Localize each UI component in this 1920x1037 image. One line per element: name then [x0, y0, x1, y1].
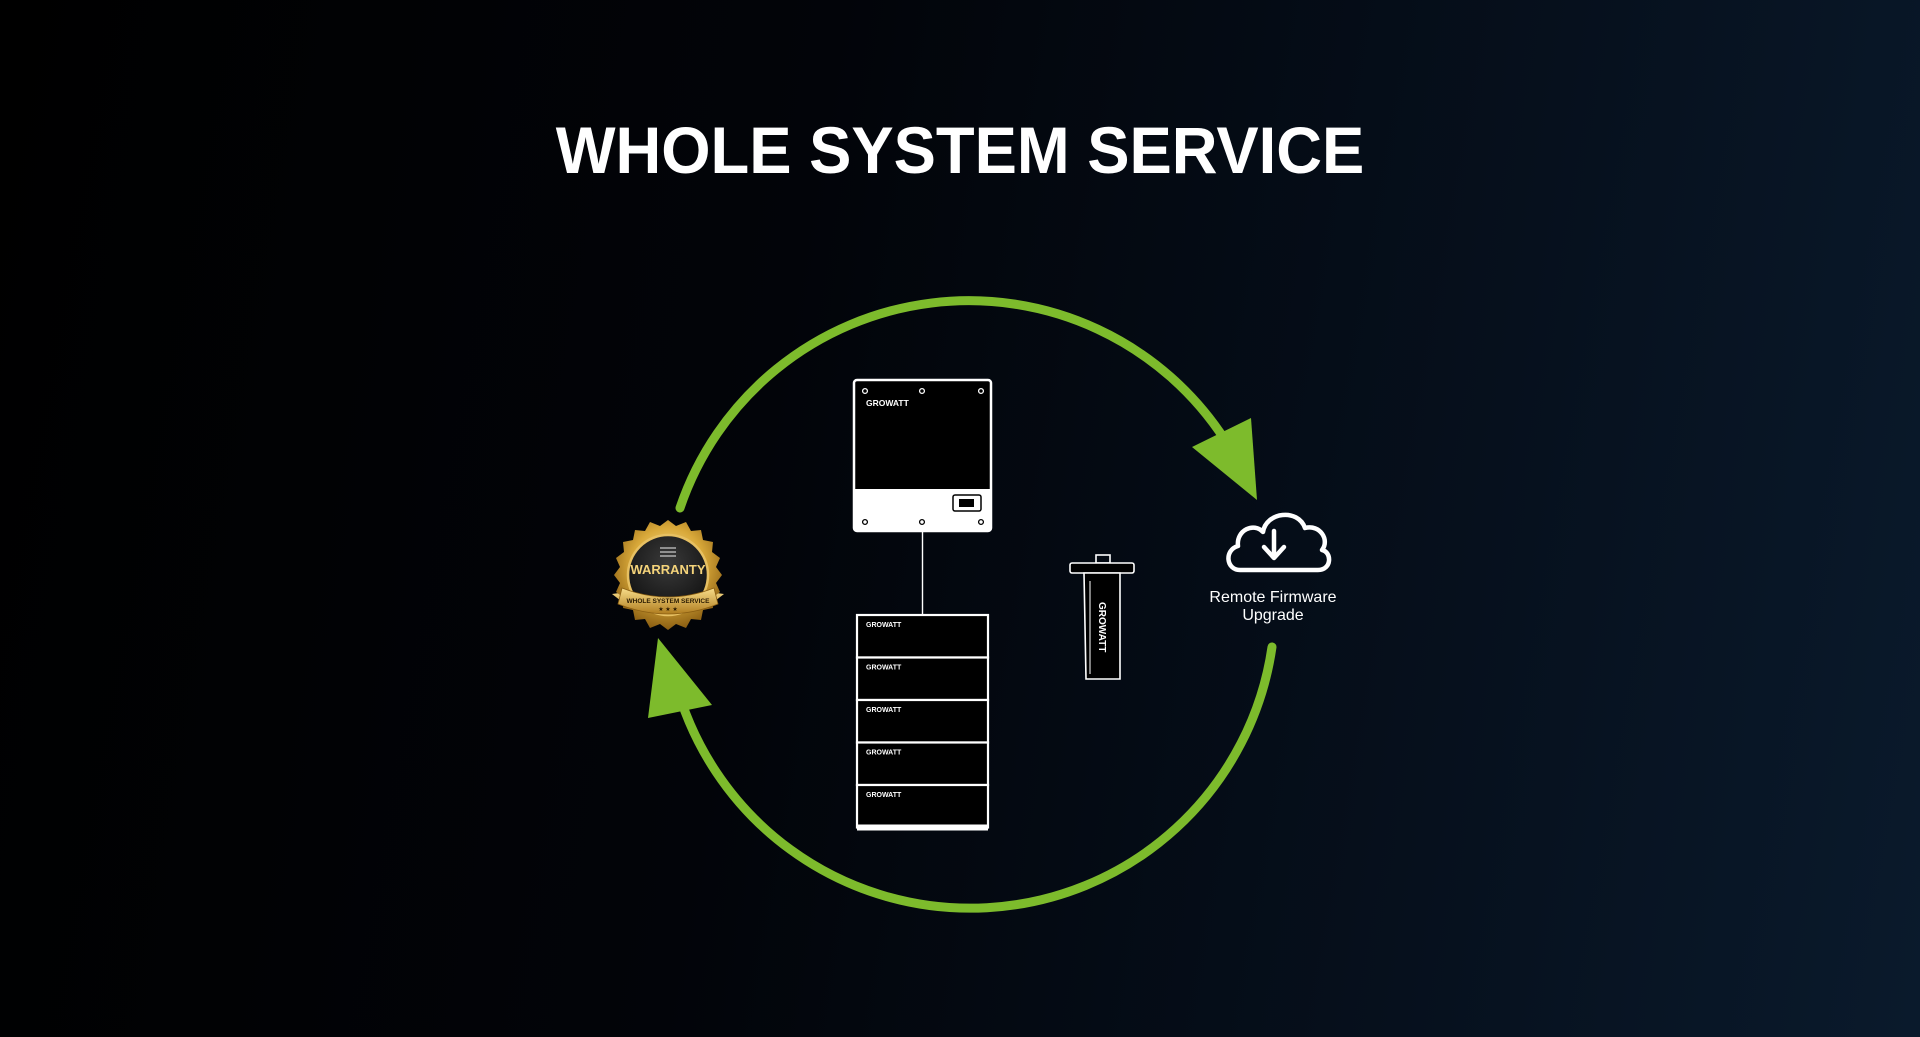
inverter-icon: GROWATT — [852, 378, 993, 533]
battery-module-brand: GROWATT — [866, 750, 902, 757]
battery-stack-icon: GROWATT GROWATT GROWATT GROWATT GROWATT — [855, 613, 990, 831]
battery-module-brand: GROWATT — [866, 665, 902, 672]
battery-module — [855, 698, 990, 744]
cycle-arrow-bottom — [670, 642, 1277, 913]
cycle-arrow-top — [675, 296, 1230, 513]
warranty-badge-icon: WARRANTY WHOLE SYSTEM SERVICE ★ ★ ★ — [612, 520, 724, 630]
battery-module — [855, 656, 990, 702]
inverter-brand: GROWATT — [866, 398, 910, 408]
caption-line-1: Remote Firmware — [1209, 589, 1337, 606]
battery-module-brand: GROWATT — [866, 707, 902, 714]
warranty-badge-text: WARRANTY — [630, 562, 705, 577]
warranty-stars: ★ ★ ★ — [658, 606, 677, 613]
battery-module-brand: GROWATT — [866, 792, 902, 799]
battery-module — [855, 741, 990, 787]
cycle-arrowhead-top — [1192, 418, 1257, 500]
battery-base — [857, 824, 988, 831]
remote-firmware-upgrade-label: Remote Firmware Upgrade — [1170, 589, 1376, 625]
caption-line-2: Upgrade — [1242, 607, 1304, 624]
cloud-download-icon — [1226, 512, 1332, 573]
battery-module-brand: GROWATT — [866, 622, 902, 629]
page-title: WHOLE SYSTEM SERVICE — [555, 113, 1365, 187]
cycle-arrowhead-bottom — [648, 638, 712, 718]
dongle-brand: GROWATT — [1096, 602, 1107, 652]
wifi-dongle-icon: GROWATT — [1069, 554, 1135, 680]
warranty-ribbon-text: WHOLE SYSTEM SERVICE — [627, 598, 711, 605]
